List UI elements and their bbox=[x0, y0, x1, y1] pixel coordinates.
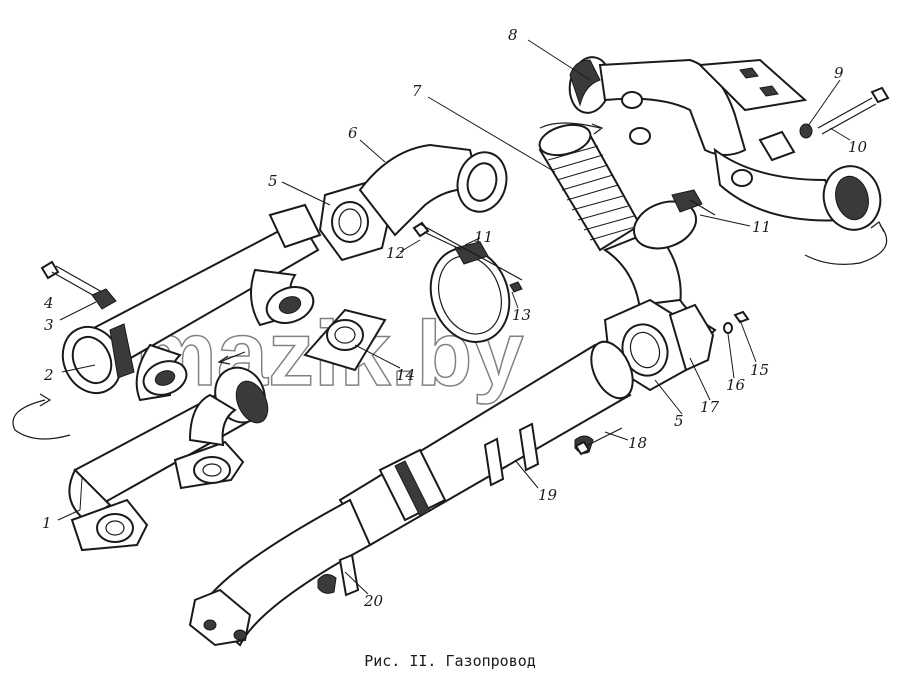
callout-6: 6 bbox=[348, 124, 358, 142]
callout-7: 7 bbox=[412, 82, 422, 100]
callout-2: 2 bbox=[43, 366, 54, 384]
callout-4: 4 bbox=[43, 294, 54, 312]
part-6-elbow-pipe bbox=[358, 143, 508, 237]
callout-20: 20 bbox=[363, 592, 384, 610]
callout-10: 10 bbox=[848, 138, 868, 156]
callout-18: 18 bbox=[628, 434, 647, 452]
part-4-bolt bbox=[40, 260, 103, 299]
rotation-arrow-left-icon bbox=[12, 393, 71, 440]
callout-1: 1 bbox=[42, 514, 52, 532]
part-14-gasket bbox=[303, 308, 387, 372]
callout-5-upper: 5 bbox=[268, 172, 278, 190]
callout-19: 19 bbox=[538, 486, 558, 504]
part-11-clamp-left bbox=[429, 241, 511, 343]
part-3-nut bbox=[91, 288, 117, 310]
callout-14: 14 bbox=[396, 366, 415, 384]
part-12-bolt bbox=[412, 221, 463, 251]
part-8-elbow-manifold bbox=[568, 56, 882, 231]
part-17-gasket bbox=[668, 303, 715, 372]
rotation-arrow-right-icon bbox=[804, 221, 888, 265]
callout-11-right: 11 bbox=[752, 218, 771, 236]
part-15-nut bbox=[733, 310, 750, 324]
callout-13: 13 bbox=[512, 306, 531, 324]
callout-9: 9 bbox=[834, 64, 844, 82]
direction-arrow-pipe1-icon bbox=[217, 351, 246, 365]
part-18-bolt bbox=[574, 427, 623, 456]
callout-15: 15 bbox=[750, 361, 769, 379]
part-10-bolt bbox=[817, 86, 890, 135]
callout-17: 17 bbox=[700, 398, 720, 416]
callout-3: 3 bbox=[44, 316, 54, 334]
direction-arrow-flexpipe-icon bbox=[539, 122, 604, 135]
leader-lines bbox=[57, 39, 851, 595]
part-11-clamp-right bbox=[633, 189, 716, 250]
callout-8: 8 bbox=[508, 26, 518, 44]
callout-11-left: 11 bbox=[474, 228, 493, 246]
callout-16: 16 bbox=[726, 376, 746, 394]
part-13-nut bbox=[509, 281, 523, 293]
part-20-elbow-pipe bbox=[188, 498, 372, 647]
callout-12: 12 bbox=[386, 244, 405, 262]
callout-5-lower: 5 bbox=[674, 412, 684, 430]
part-19-exhaust-pipe bbox=[338, 340, 634, 547]
figure-caption: Рис. II. Газопровод bbox=[364, 652, 536, 670]
part-9-washer bbox=[799, 123, 813, 139]
part-1-exhaust-pipe bbox=[68, 366, 269, 552]
part-16-washer bbox=[723, 322, 733, 334]
part-2-exhaust-pipe bbox=[61, 203, 322, 402]
